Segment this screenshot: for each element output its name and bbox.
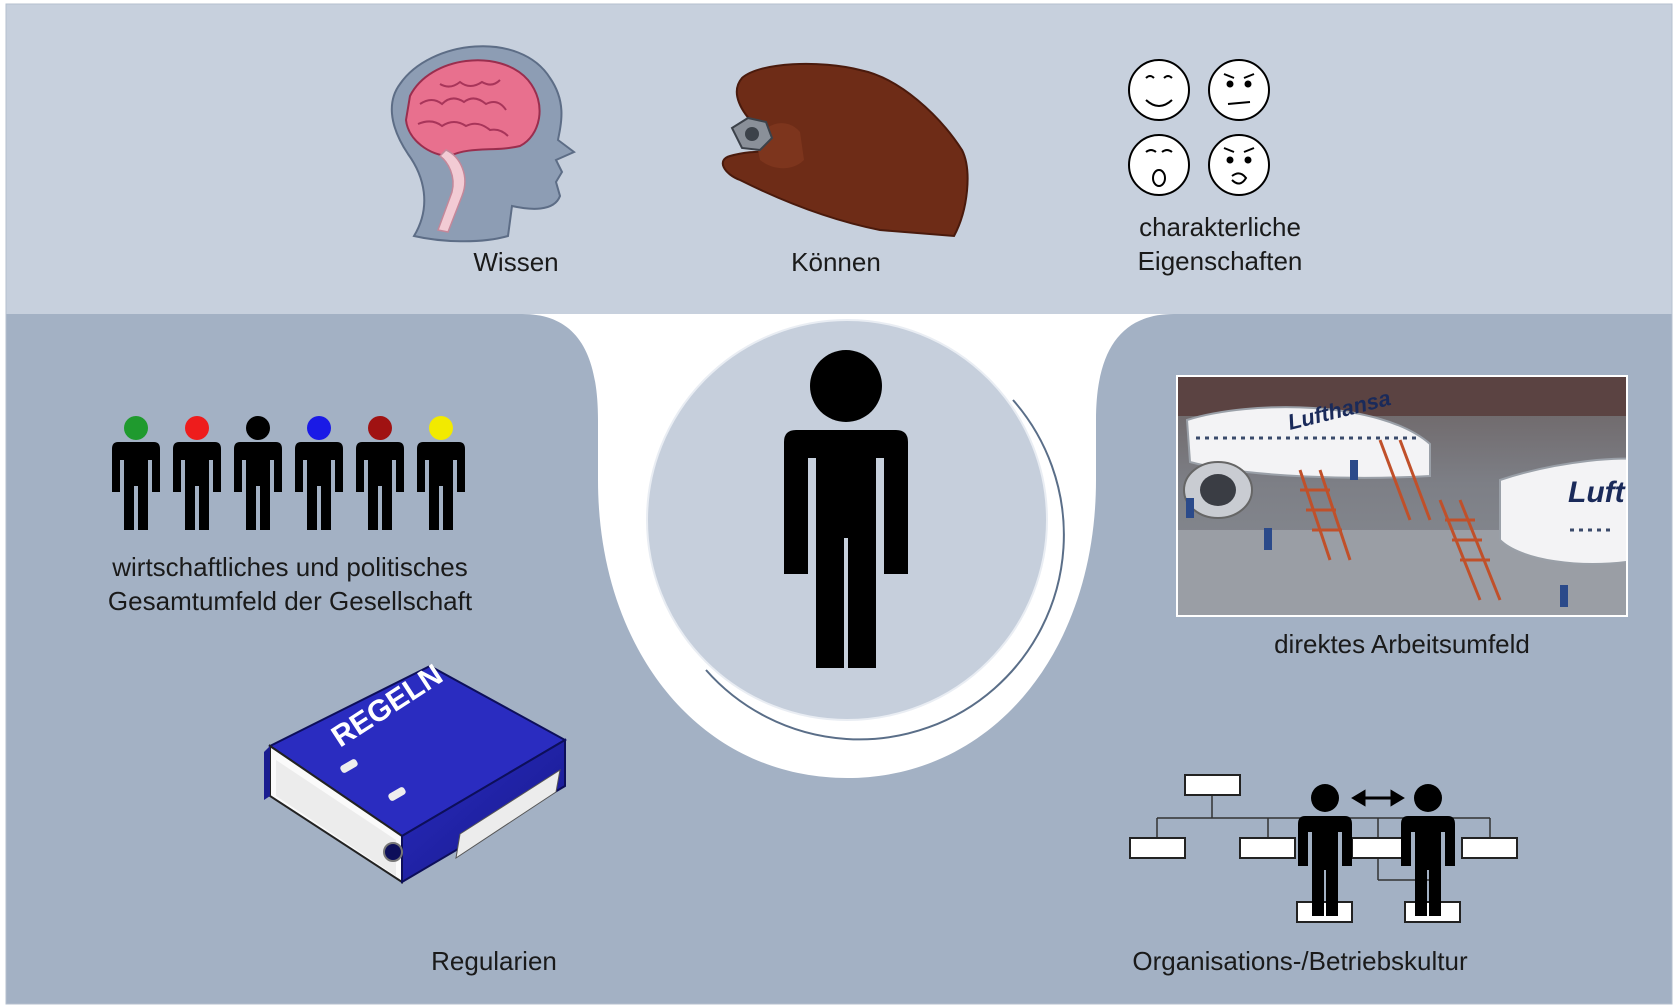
person-body bbox=[356, 442, 404, 530]
society-person-icon bbox=[234, 416, 282, 530]
label-society-line1: wirtschaftliches und politisches bbox=[112, 552, 468, 582]
person-head bbox=[368, 416, 392, 440]
person-head bbox=[429, 416, 453, 440]
person-body bbox=[173, 442, 221, 530]
label-workplace: direktes Arbeitsumfeld bbox=[1274, 629, 1530, 659]
svg-text:Luft: Luft bbox=[1568, 476, 1627, 509]
label-koennen: Können bbox=[791, 247, 881, 277]
label-wissen: Wissen bbox=[473, 247, 559, 277]
label-character-line2: Eigenschaften bbox=[1137, 246, 1303, 276]
person-head bbox=[307, 416, 331, 440]
emotion-faces-icon bbox=[1128, 59, 1270, 196]
aircraft-hangar-photo: Lufthansa Luft bbox=[1176, 375, 1628, 617]
label-culture: Organisations-/Betriebskultur bbox=[1132, 946, 1468, 976]
label-society-line2: Gesamtumfeld der Gesellschaft bbox=[107, 586, 473, 616]
hand-holding-nut-icon bbox=[721, 62, 969, 238]
label-regularien: Regularien bbox=[431, 946, 557, 976]
society-person-icon bbox=[417, 416, 465, 530]
society-person-icon bbox=[112, 416, 160, 530]
person-head bbox=[185, 416, 209, 440]
person-head bbox=[246, 416, 270, 440]
person-icon bbox=[784, 350, 908, 668]
label-character-line1: charakterliche bbox=[1139, 212, 1301, 242]
person-body bbox=[234, 442, 282, 530]
society-person-icon bbox=[173, 416, 221, 530]
society-person-icon bbox=[356, 416, 404, 530]
person-body bbox=[112, 442, 160, 530]
brain-head-icon bbox=[390, 45, 576, 243]
person-body bbox=[295, 442, 343, 530]
society-person-icon bbox=[295, 416, 343, 530]
person-head bbox=[124, 416, 148, 440]
group-of-people-icon bbox=[112, 416, 465, 530]
label-society: wirtschaftliches und politisches Gesamtu… bbox=[80, 550, 500, 618]
person-body bbox=[417, 442, 465, 530]
org-chart-people-icon bbox=[1129, 774, 1518, 923]
label-character: charakterliche Eigenschaften bbox=[1090, 210, 1350, 278]
